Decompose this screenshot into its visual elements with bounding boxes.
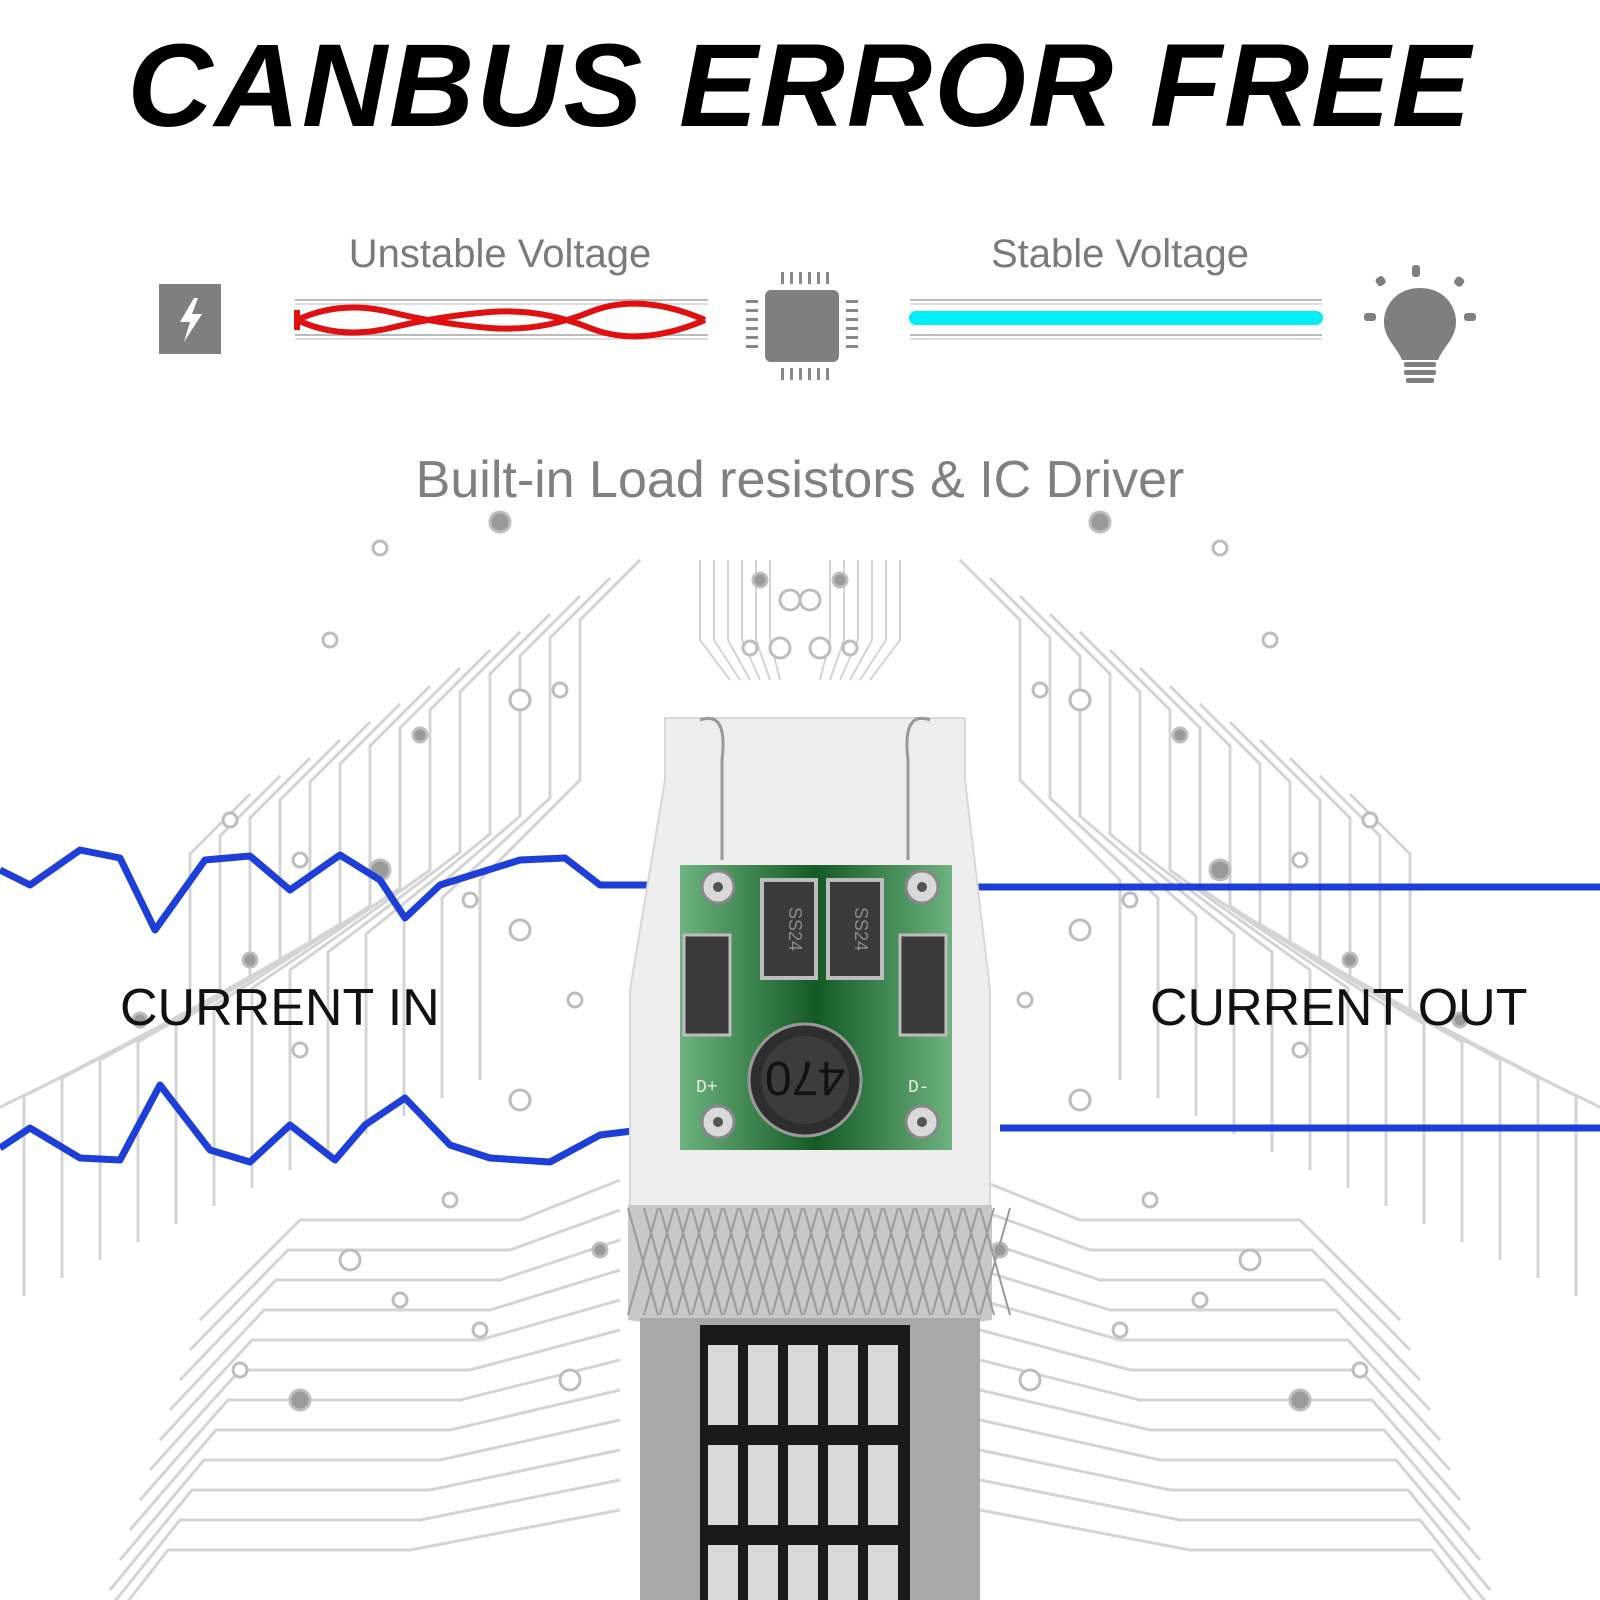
voltage-diagram — [159, 265, 1476, 383]
inductor: 470 — [747, 1022, 863, 1138]
led-strip — [640, 1318, 980, 1600]
stable-voltage-label: Stable Voltage — [991, 232, 1249, 276]
current-out-label: CURRENT OUT — [1150, 979, 1528, 1037]
headline: CANBUS ERROR FREE — [127, 20, 1473, 152]
feature-caption: Built-in Load resistors & IC Driver — [415, 451, 1185, 509]
svg-text:SS24: SS24 — [851, 907, 871, 951]
stable-voltage-wire — [909, 299, 1323, 340]
pad-label-minus: D- — [908, 1078, 930, 1098]
current-in-label: CURRENT IN — [120, 979, 440, 1037]
lightning-icon — [159, 284, 221, 354]
unstable-voltage-label: Unstable Voltage — [348, 232, 652, 276]
light-bulb-icon — [1364, 265, 1476, 383]
resistor-right — [898, 933, 948, 1037]
knurled-ring — [627, 1205, 1011, 1333]
microchip-icon — [746, 272, 858, 380]
svg-text:SS24: SS24 — [785, 907, 805, 951]
svg-text:470: 470 — [765, 1051, 845, 1104]
resistor-left — [682, 933, 732, 1037]
led-bulb: SS24 SS24 470 D+ D- — [627, 717, 1011, 1600]
current-in-wave-top — [0, 846, 670, 934]
driver-pcb: SS24 SS24 470 D+ D- — [680, 865, 952, 1150]
diode-right: SS24 — [826, 878, 884, 980]
unstable-voltage-wire — [294, 299, 708, 340]
pad-label-plus: D+ — [696, 1078, 718, 1098]
diode-left: SS24 — [760, 878, 818, 980]
current-in-wave-bottom — [0, 1081, 641, 1166]
